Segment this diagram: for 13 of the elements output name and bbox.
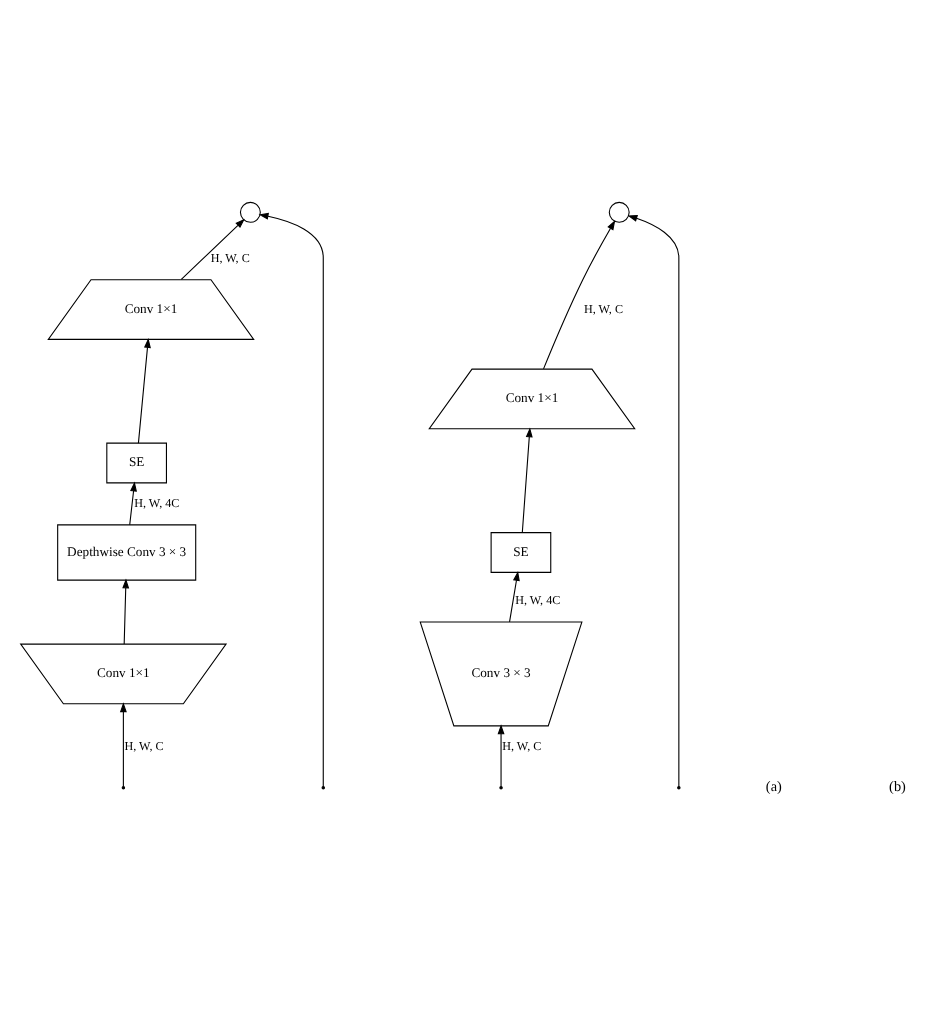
arrow: [122, 578, 130, 645]
arrow: [543, 220, 616, 370]
arrow: [129, 481, 137, 526]
node-circle: [608, 201, 630, 223]
arrow: [497, 724, 505, 787]
arrow: [119, 702, 127, 787]
arrow: [180, 218, 245, 280]
arrow: [627, 215, 680, 787]
arrow: [258, 212, 324, 787]
node-circle: [239, 201, 261, 223]
arrow: [137, 337, 151, 444]
arrow: [509, 571, 520, 623]
arrow: [521, 427, 533, 534]
